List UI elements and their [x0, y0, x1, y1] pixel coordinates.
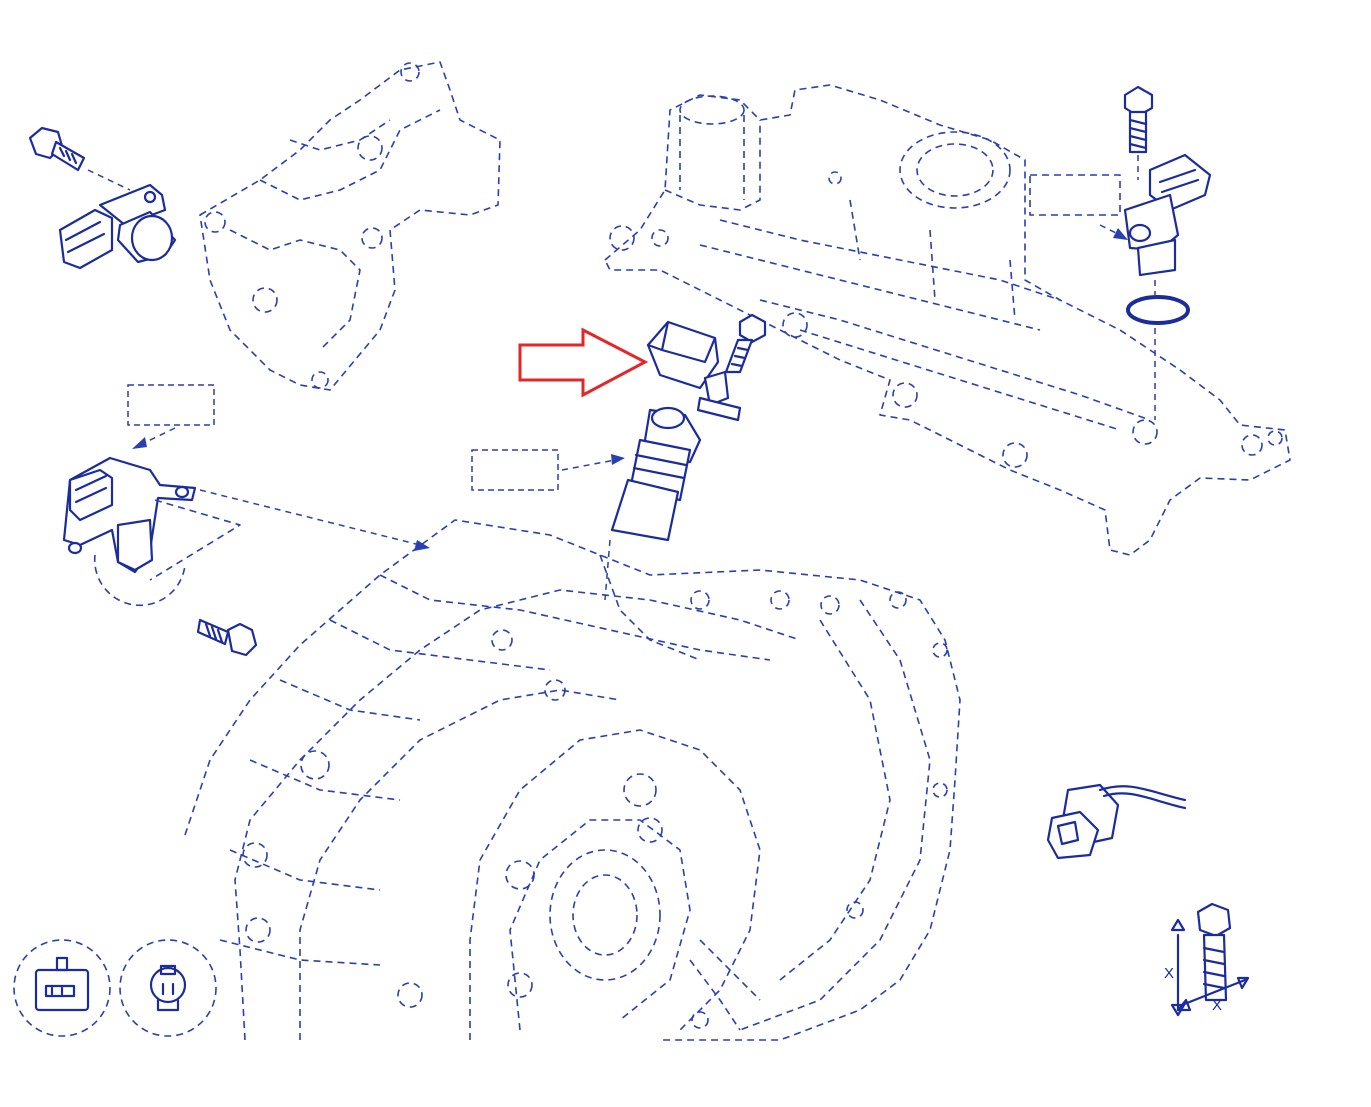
reference-label-box-center: [471, 449, 559, 491]
camshaft-sensor-icon: [119, 939, 217, 1037]
bolt-icon: [724, 313, 767, 374]
callout-arrow-icon: [518, 327, 649, 398]
camshaft-sensor-icon: [1123, 153, 1212, 277]
o-ring-icon: [1126, 295, 1190, 325]
connector-plug-icon: [646, 320, 742, 422]
speed-sensor-icon: [62, 456, 197, 574]
valve-body-outline: [604, 84, 1291, 556]
tightening-torque-icon: X X: [1164, 902, 1250, 1017]
connector-plug-icon: [1046, 783, 1187, 860]
dimension-label-vertical: X: [1164, 965, 1174, 982]
connector-plug-icon: [13, 939, 111, 1037]
bolt-icon: [196, 618, 258, 657]
engine-bracket-outline: [199, 61, 501, 391]
dimension-label-horizontal: X: [1212, 997, 1222, 1014]
speed-sensor-icon: [610, 406, 702, 542]
bolt-icon: [1123, 85, 1154, 154]
reference-label-box-left: [127, 384, 215, 426]
camshaft-sensor-icon: [58, 183, 177, 270]
bolt-icon: [28, 126, 86, 172]
gearbox-housing-outline: [184, 519, 961, 1041]
